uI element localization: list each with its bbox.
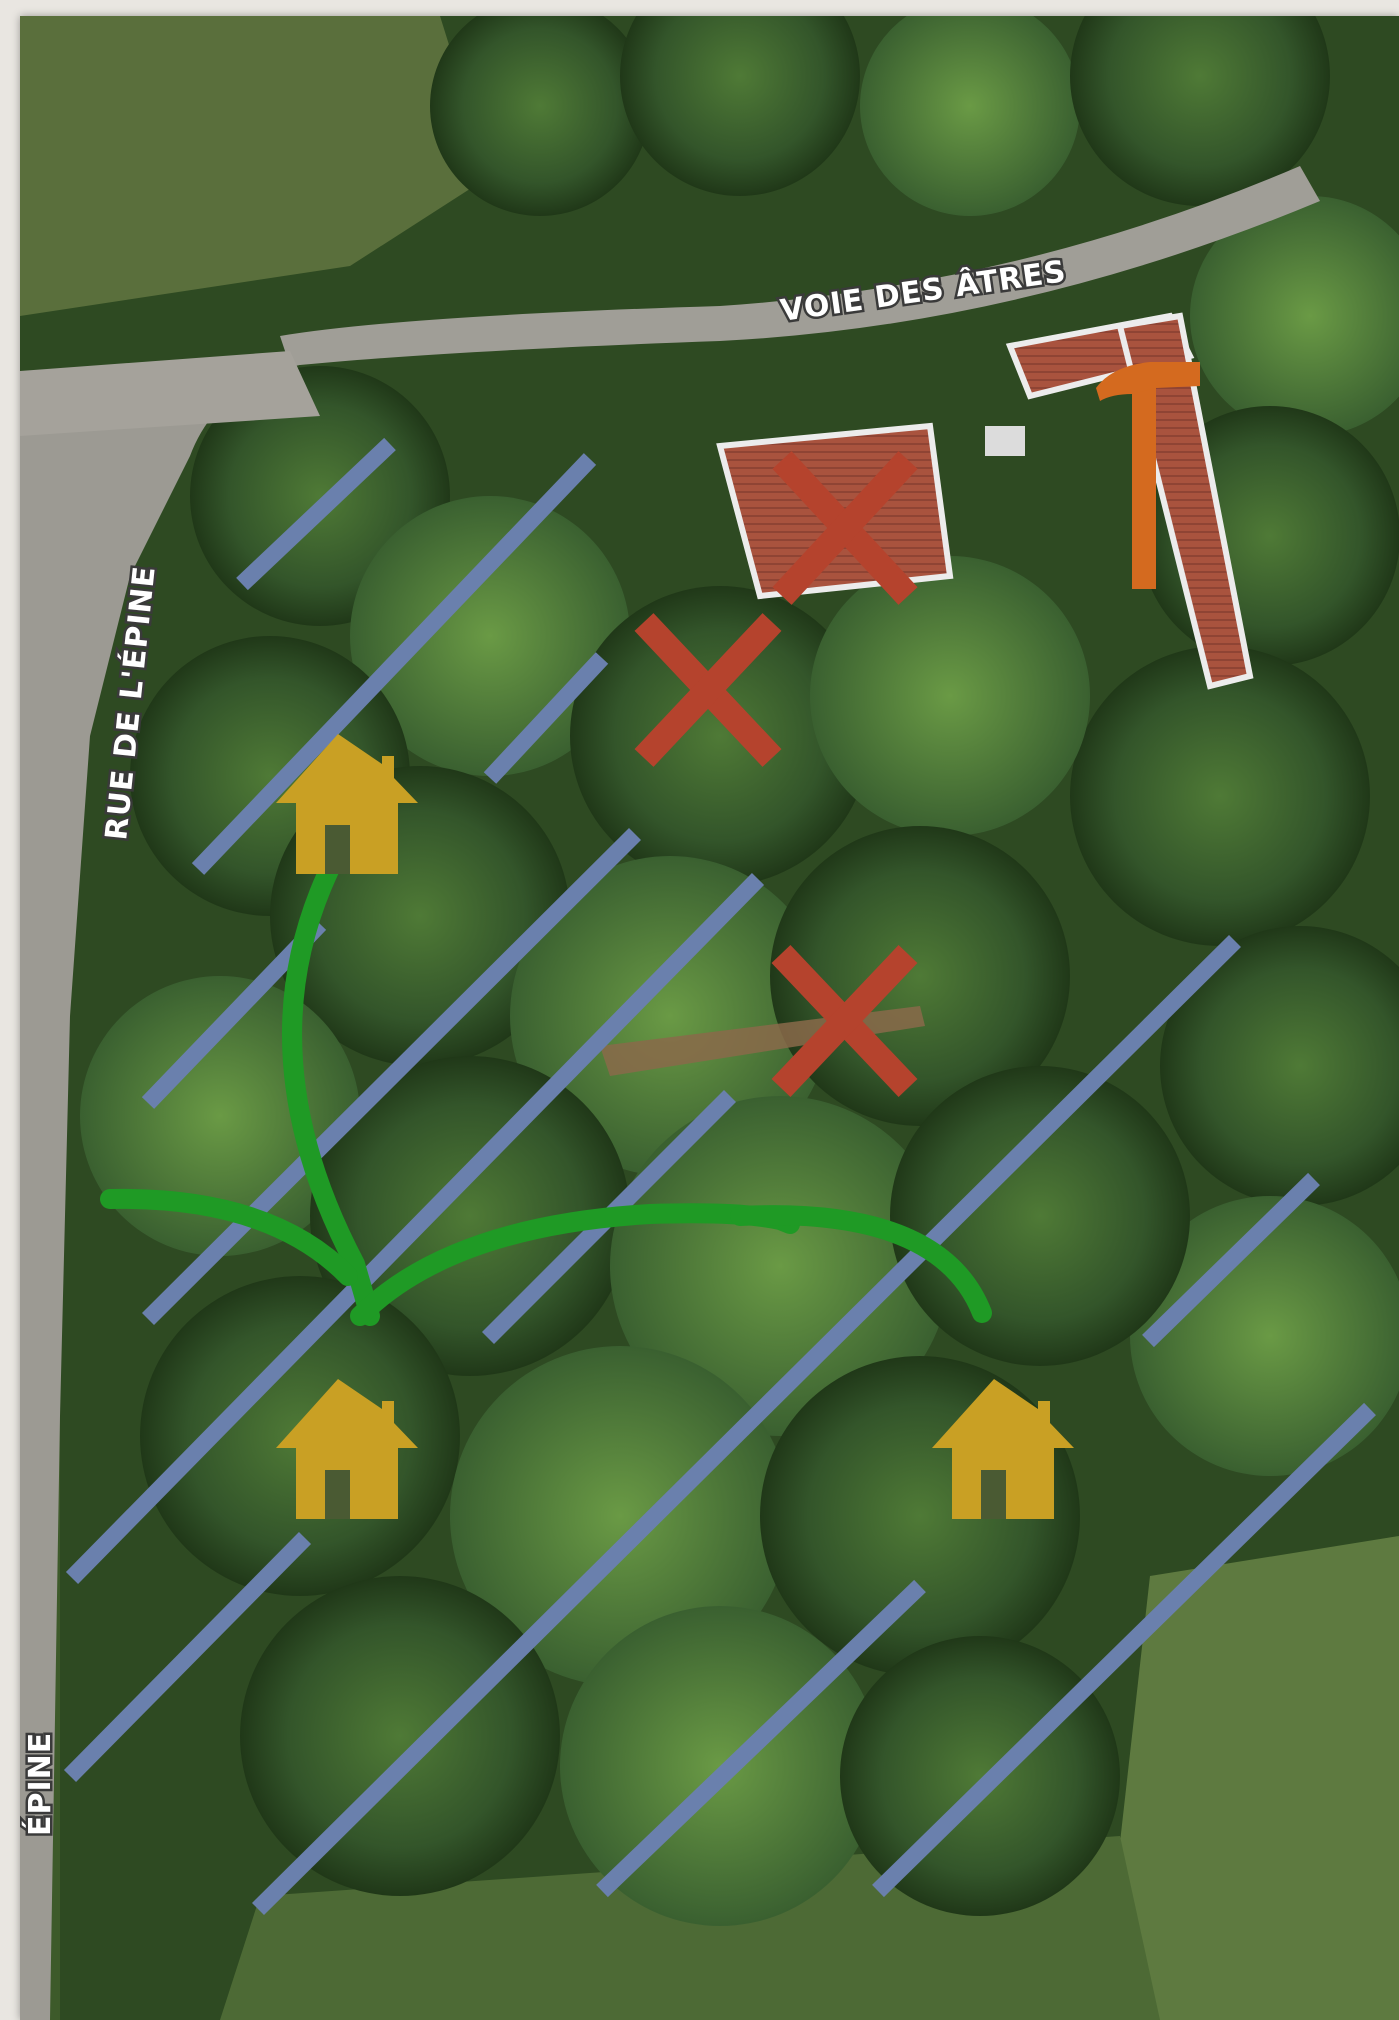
house-markers: [276, 734, 1074, 1519]
road-label-epine: ÉPINE: [22, 1732, 58, 1836]
cross-markers: [634, 451, 918, 1097]
hatch-line: [142, 827, 641, 1326]
roads: [20, 166, 1320, 2020]
hatch-line: [1142, 1172, 1320, 1348]
cross-icon: [634, 613, 782, 767]
hatch-line: [872, 1402, 1376, 1898]
cross-icon: [772, 451, 918, 605]
house-icon: [276, 1379, 418, 1519]
house-icon: [932, 1379, 1074, 1519]
hatch-line: [191, 453, 597, 875]
hammer-icon: [1096, 362, 1200, 589]
hatch-line: [596, 1579, 926, 1898]
hatch-lines: [63, 437, 1376, 1916]
aerial-map[interactable]: VOIE DES ÂTRES RUE DE L'ÉPINE ÉPINE: [20, 16, 1399, 2020]
house-icon: [276, 734, 418, 874]
tree-canopy: [80, 16, 1399, 1926]
hatch-line: [483, 652, 609, 784]
map-canvas[interactable]: VOIE DES ÂTRES RUE DE L'ÉPINE ÉPINE: [20, 16, 1399, 2020]
hatch-line: [65, 873, 765, 1584]
hatch-line: [236, 437, 396, 591]
hatch-line: [63, 1532, 312, 1782]
cross-icon: [771, 945, 918, 1097]
hatch-line: [252, 934, 1241, 1916]
green-path: [100, 848, 992, 1326]
